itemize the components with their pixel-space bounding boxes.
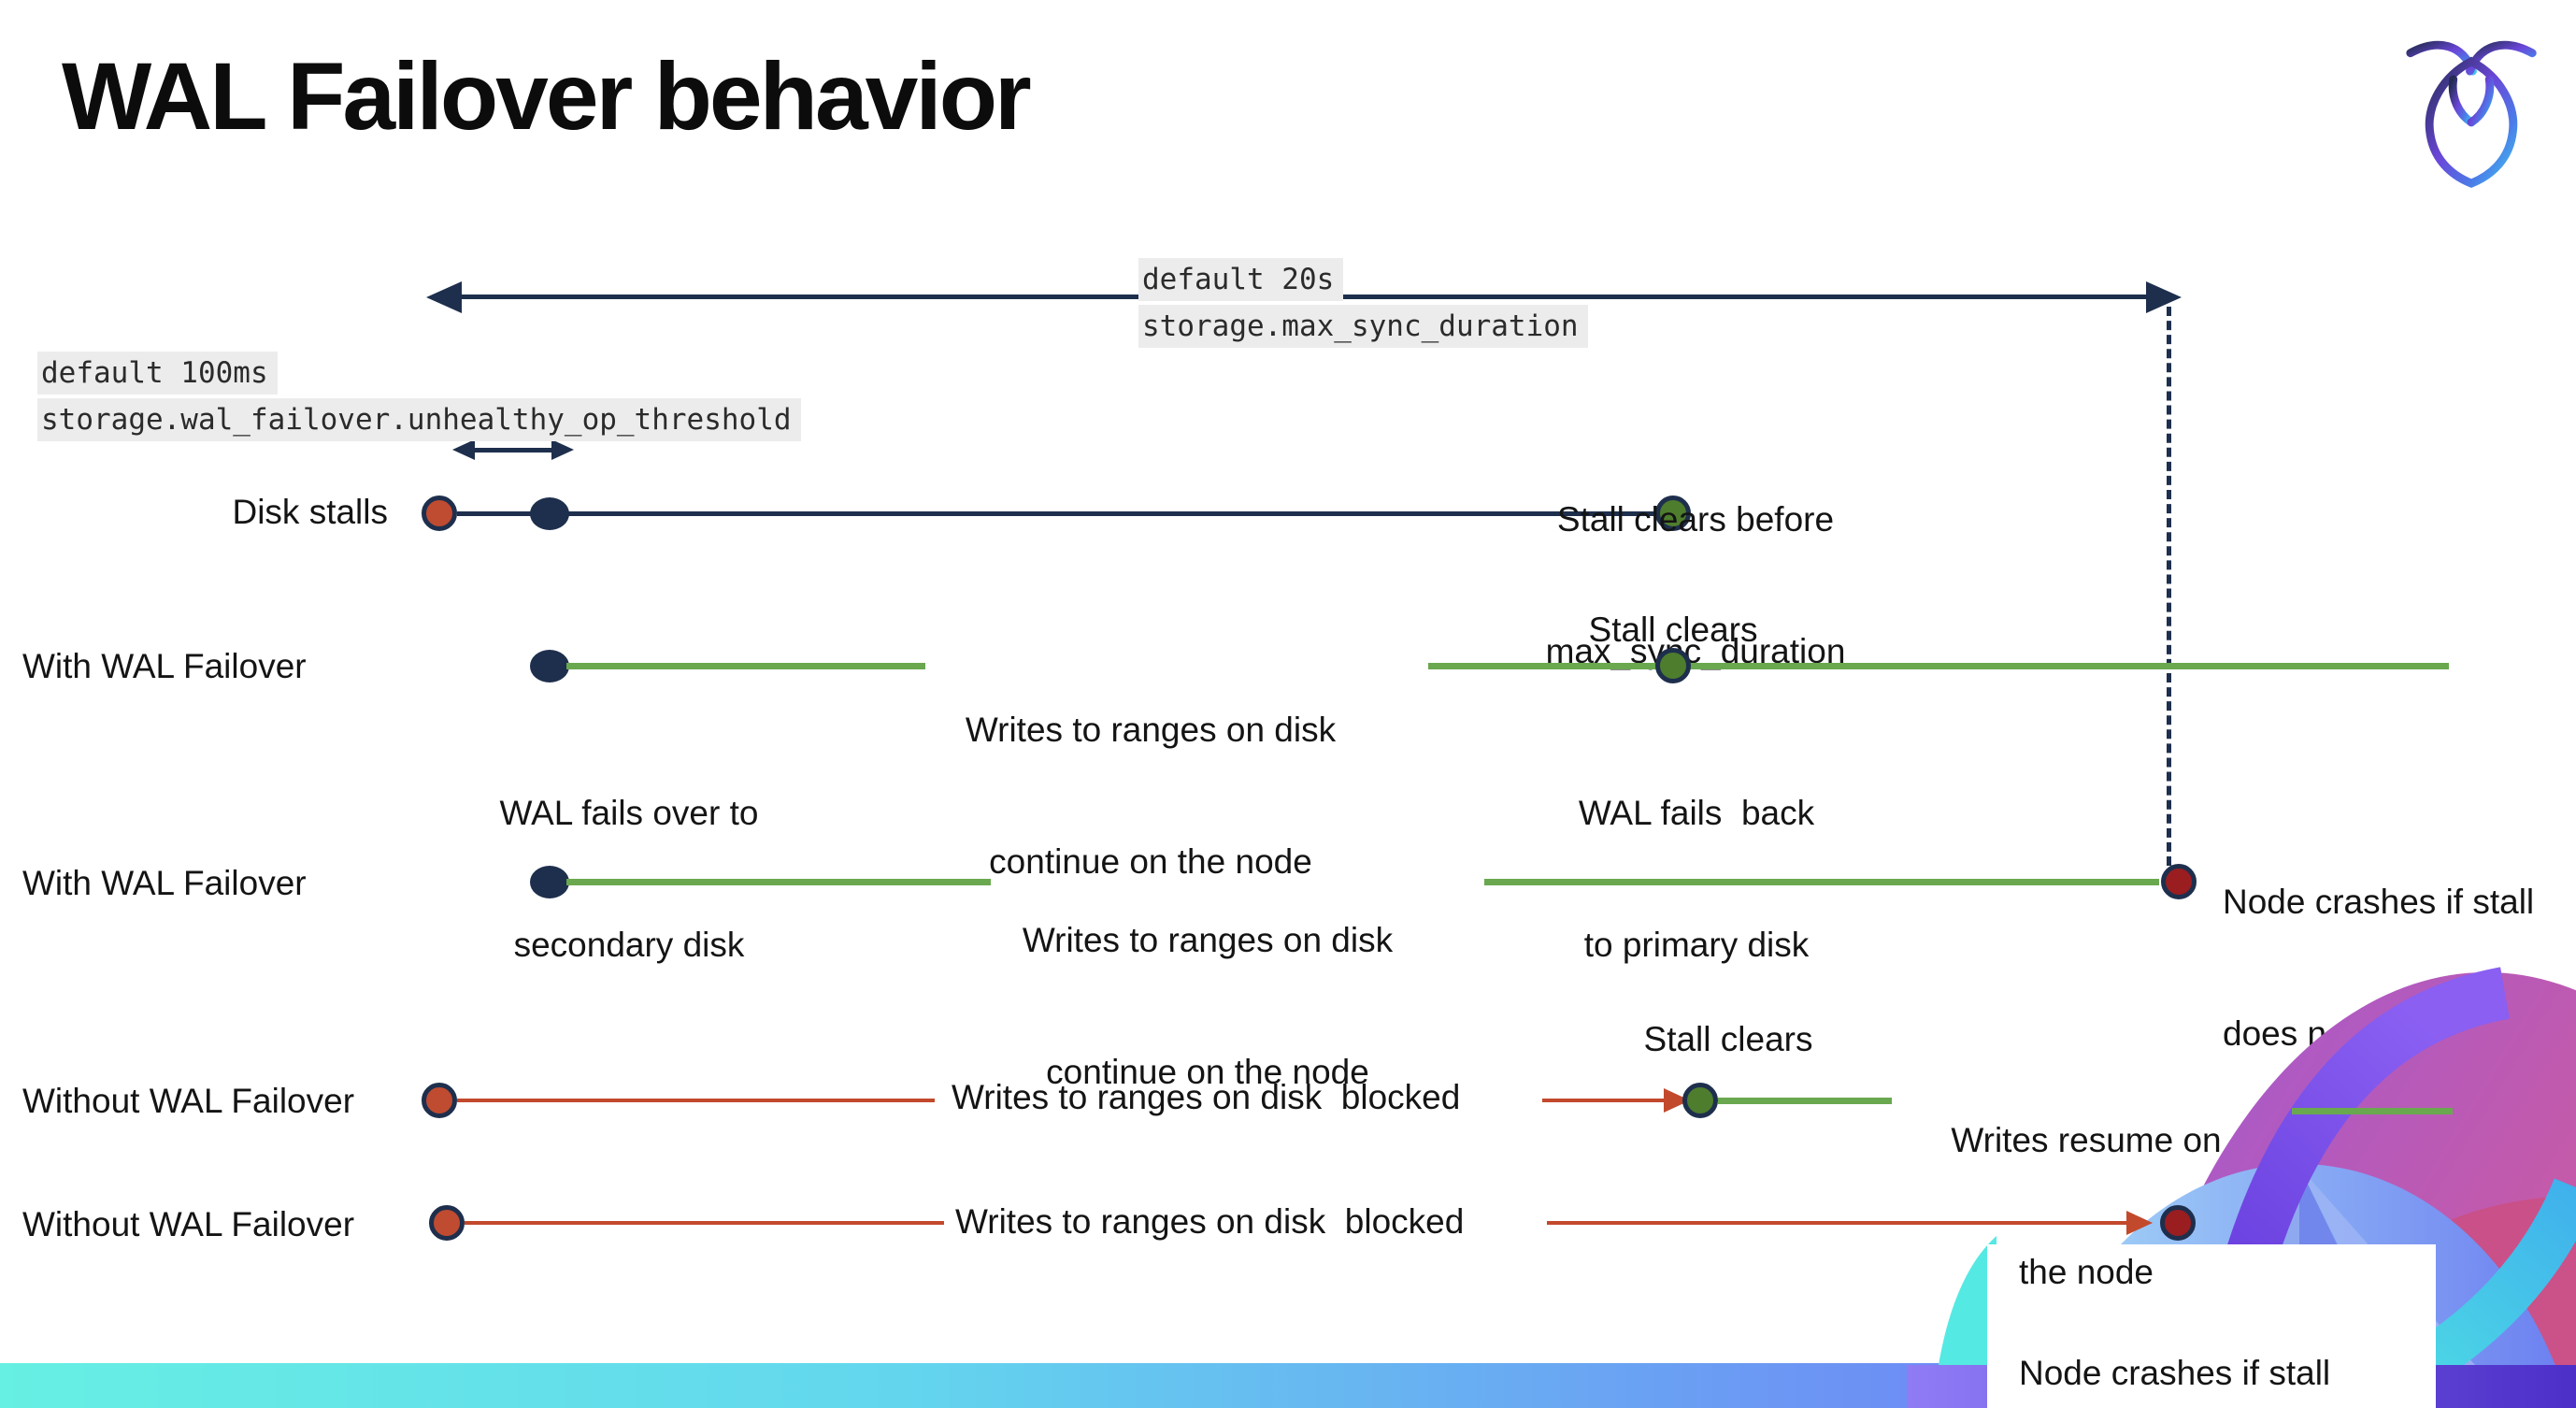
unhealthy-setting-text: storage.wal_failover.unhealthy_op_thresh… [37, 398, 801, 441]
row1-stall-clears-dot [1655, 496, 1691, 531]
row4-stall-clears-dot [1682, 1083, 1718, 1118]
row5-node-crash-dot [2160, 1205, 2196, 1241]
row3-node-crash-dot [2161, 864, 2197, 899]
max-sync-duration-label: default 20s storage.max_sync_duration [1138, 258, 1588, 348]
disk-stall-start-dot [422, 496, 457, 531]
row5-blocked-segment-2 [1547, 1221, 2126, 1225]
row1-stall-line [566, 511, 1656, 516]
row4-blocked-segment-2 [1542, 1099, 1666, 1102]
max-sync-dashed-connector [2167, 307, 2171, 866]
row1-failover-point-dot [530, 497, 569, 530]
row3-green-segment-2 [1484, 879, 2159, 885]
wal-fails-back-text: WAL fails back to primary disk [1578, 794, 1815, 964]
row2-green-segment-1 [566, 663, 925, 669]
wal-fails-over-text: WAL fails over to secondary disk [499, 794, 759, 964]
row2-stall-clears-dot [1655, 648, 1691, 683]
row5-node-crashes-text: Node crashes if stall does not clear in … [2019, 1354, 2331, 1392]
row2-green-segment-2 [1428, 663, 2449, 669]
row2-failover-dot [530, 650, 569, 682]
threshold-arrow-line [473, 448, 551, 453]
stall-clears-before-text: Stall clears before max_sync_duration [1545, 500, 1846, 670]
row5-red-arrowhead-icon [2126, 1211, 2153, 1235]
row4-writes-blocked-text: Writes to ranges on disk blocked [952, 1078, 1461, 1116]
row3-writes-continue-text: Writes to ranges on disk continue on the… [1022, 921, 1394, 1091]
writes-resume-text: Writes resume on the node [1951, 1121, 2222, 1291]
row5-writes-blocked-text: Writes to ranges on disk blocked [955, 1202, 1465, 1241]
page-title: WAL Failover behavior [62, 43, 1032, 150]
row-label-disk-stalls: Disk stalls [232, 493, 388, 531]
row4-green-segment-2 [2292, 1108, 2453, 1114]
max-sync-arrowhead-right-icon [2146, 281, 2182, 313]
row-label-without-wal-failover-1: Without WAL Failover [22, 1082, 355, 1120]
row1-threshold-segment [457, 511, 531, 516]
row4-stall-clears-text: Stall clears [1643, 1020, 1813, 1058]
max-sync-setting-text: storage.max_sync_duration [1138, 305, 1588, 348]
row-label-with-wal-failover-1: With WAL Failover [22, 647, 307, 685]
row2-writes-continue-text: Writes to ranges on disk continue on the… [965, 711, 1337, 881]
max-sync-arrowhead-left-icon [426, 281, 462, 313]
row-label-without-wal-failover-2: Without WAL Failover [22, 1205, 355, 1243]
row5-stall-start-dot [429, 1205, 465, 1241]
row4-stall-start-dot [422, 1083, 457, 1118]
cockroachdb-logo-icon [2406, 40, 2537, 188]
row2-stall-clears-text: Stall clears [1588, 611, 1758, 649]
row3-green-segment-1 [566, 879, 991, 885]
row5-blocked-segment-1 [465, 1221, 944, 1225]
row4-green-segment-1 [1718, 1098, 1892, 1104]
row3-failover-dot [530, 866, 569, 898]
row-label-with-wal-failover-2: With WAL Failover [22, 864, 307, 902]
threshold-arrowhead-right-icon [551, 439, 574, 460]
node-crashes-callout-box: Node crashes if stall does not clear in … [1987, 1244, 2436, 1408]
unhealthy-default-text: default 100ms [37, 352, 278, 395]
threshold-arrowhead-left-icon [452, 439, 475, 460]
unhealthy-threshold-label: default 100ms storage.wal_failover.unhea… [37, 352, 801, 441]
row4-blocked-segment-1 [457, 1099, 935, 1102]
max-sync-default-text: default 20s [1138, 258, 1344, 301]
